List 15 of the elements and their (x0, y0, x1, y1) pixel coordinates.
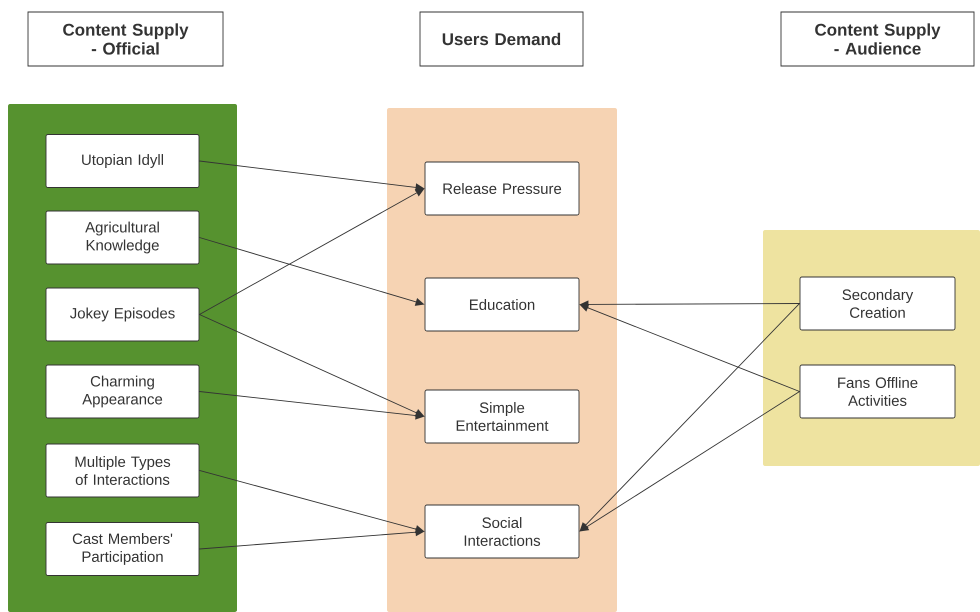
concept-box: Multiple Types of Interactions (46, 444, 200, 498)
concept-box: Simple Entertainment (424, 390, 580, 444)
concept-box: Cast Members' Participation (46, 522, 200, 576)
header-box: Content Supply - Audience (780, 12, 974, 66)
concept-box: Education (424, 278, 580, 332)
concept-box: Social Interactions (424, 504, 580, 558)
concept-box: Agricultural Knowledge (46, 210, 200, 264)
header-box: Users Demand (420, 12, 584, 66)
concept-box: Release Pressure (424, 162, 580, 216)
concept-box: Jokey Episodes (46, 288, 200, 342)
concept-box: Charming Appearance (46, 364, 200, 418)
header-box: Content Supply - Official (28, 12, 224, 66)
concept-box: Secondary Creation (800, 276, 956, 330)
concept-box: Fans Offline Activities (800, 364, 956, 418)
concept-box: Utopian Idyll (46, 134, 200, 188)
